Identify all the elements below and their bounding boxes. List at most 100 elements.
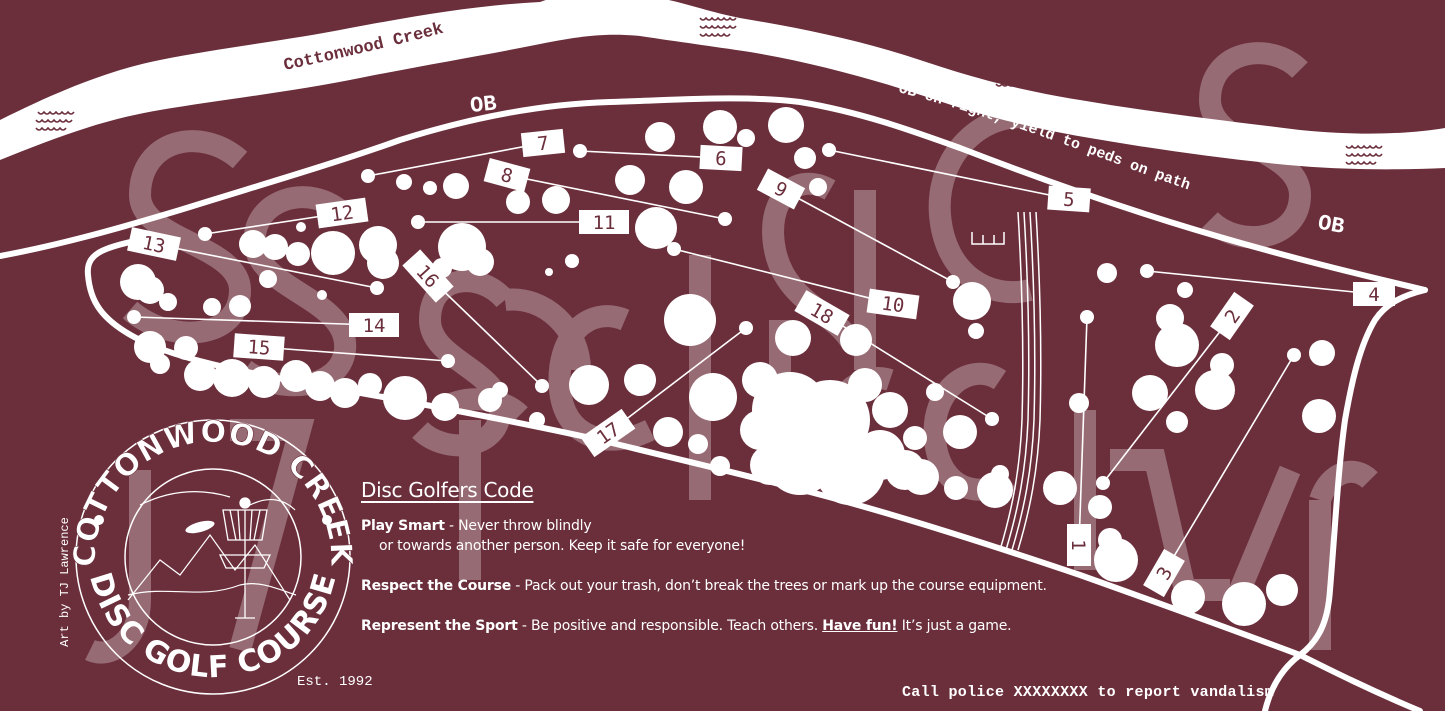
flying-disc-icon	[185, 520, 215, 534]
hole-number: 15	[247, 336, 271, 360]
hole-number: 12	[329, 202, 355, 227]
hole-6: 6	[573, 144, 743, 172]
fairway-line	[579, 150, 722, 159]
basket-marker-icon	[441, 354, 455, 368]
basket-marker-icon	[1080, 310, 1094, 324]
mountains-icon	[127, 491, 297, 601]
fairway-line	[673, 248, 894, 305]
tee-sign: 7	[520, 128, 566, 158]
basket-marker-icon	[361, 169, 375, 183]
fairway-line	[828, 149, 1070, 200]
hole-12: 12	[198, 197, 369, 241]
fairway-line	[367, 142, 544, 177]
basket-marker-icon	[667, 242, 681, 256]
hole-number: 4	[1368, 284, 1379, 306]
tee-sign: 14	[349, 313, 399, 337]
basket-marker-icon	[1287, 348, 1301, 362]
hole-1: 1	[1067, 310, 1094, 566]
tee-sign: 6	[699, 144, 743, 172]
ob-label-left: OB	[469, 91, 498, 119]
fairway-line	[427, 275, 543, 387]
hole-13: 13	[127, 227, 384, 295]
rule-title: Respect the Course	[361, 578, 512, 594]
rule-title: Play Smart	[361, 518, 445, 534]
hole-number: 11	[593, 212, 616, 234]
tee-sign: 9	[756, 168, 806, 210]
bench-icon	[971, 232, 1005, 245]
hole-number: 6	[715, 148, 728, 171]
hole-number: 7	[536, 132, 550, 155]
rule-represent-sport: Represent the Sport - Be positive and re…	[361, 618, 1012, 634]
hole-10: 10	[667, 242, 920, 320]
fairway-line	[1102, 315, 1233, 484]
hole-9: 9	[756, 168, 960, 289]
tee-sign: 15	[233, 333, 285, 361]
hole-number: 14	[363, 315, 386, 337]
tee-sign: 3	[1143, 548, 1185, 598]
logo-bottom-text: DISC GOLF COURSE	[82, 569, 344, 686]
fairway-line	[1163, 354, 1295, 574]
hole-5: 5	[822, 143, 1091, 213]
tee-sign: 10	[866, 288, 920, 320]
hole-15: 15	[233, 333, 455, 368]
disc-basket-icon	[218, 497, 272, 619]
hole-number: 10	[880, 293, 906, 318]
basket-marker-icon	[411, 215, 425, 229]
hole-number: 5	[1062, 189, 1075, 212]
water-waves-icon	[1345, 144, 1383, 165]
hole-14: 14	[127, 310, 399, 337]
hole-4: 4	[1140, 264, 1395, 306]
rule-play-smart: Play Smart - Never throw blindly or towa…	[361, 518, 746, 554]
police-note: Call police XXXXXXXX to report vandalism	[902, 684, 1275, 701]
art-credit: Art by TJ Lawrence	[58, 517, 72, 647]
disc-golfers-code: Disc Golfers Code Play Smart - Never thr…	[361, 478, 1081, 656]
tee-sign: 12	[315, 197, 369, 229]
basket-marker-icon	[1140, 264, 1154, 278]
basket-marker-icon	[739, 321, 753, 335]
hole-number: 1	[1067, 539, 1089, 550]
water-waves-icon	[699, 16, 737, 37]
rule-respect-course: Respect the Course - Pack out your trash…	[361, 578, 1047, 594]
fairway-line	[153, 243, 378, 289]
footbridge-lines	[999, 211, 1042, 551]
fairway-line	[133, 316, 375, 326]
tee-sign: 1	[1067, 524, 1091, 566]
tee-sign: 4	[1353, 282, 1395, 306]
have-fun-emphasis: Have fun!	[822, 618, 898, 634]
tee-sign: 2	[1210, 291, 1254, 341]
fairway-line	[821, 312, 993, 420]
tee-sign: 8	[483, 157, 531, 193]
trees	[120, 107, 1336, 626]
hole-number: 8	[498, 164, 515, 188]
code-heading: Disc Golfers Code	[361, 478, 534, 502]
hole-8: 8	[483, 157, 732, 226]
fairway-line	[1078, 316, 1088, 546]
hole-2: 2	[1096, 291, 1254, 490]
basket-marker-icon	[573, 144, 587, 158]
fairway-line	[258, 346, 449, 362]
basket-marker-icon	[370, 281, 384, 295]
basket-marker-icon	[822, 143, 836, 157]
hole-7: 7	[361, 128, 566, 183]
hole-number: 13	[140, 232, 167, 258]
ob-label-right: OB	[1316, 211, 1346, 240]
tee-sign: 5	[1047, 185, 1091, 213]
hole-16: 16	[402, 249, 549, 393]
basket-marker-icon	[127, 310, 141, 324]
fairway-line	[506, 174, 726, 220]
tee-sign: 11	[579, 210, 629, 234]
basket-marker-icon	[198, 227, 212, 241]
water-waves-icon	[35, 110, 75, 131]
established-year: Est. 1992	[297, 674, 373, 690]
fairway-line	[780, 188, 954, 283]
logo-top-text: COTTONWOOD CREEK	[68, 415, 359, 568]
basket-marker-icon	[1096, 476, 1110, 490]
basket-marker-icon	[718, 212, 732, 226]
rule-title: Represent the Sport	[361, 618, 518, 634]
hole-3: 3	[1143, 348, 1301, 598]
basket-marker-icon	[535, 379, 549, 393]
water-waves-icon	[995, 66, 1033, 87]
fairway-line	[1146, 270, 1375, 295]
